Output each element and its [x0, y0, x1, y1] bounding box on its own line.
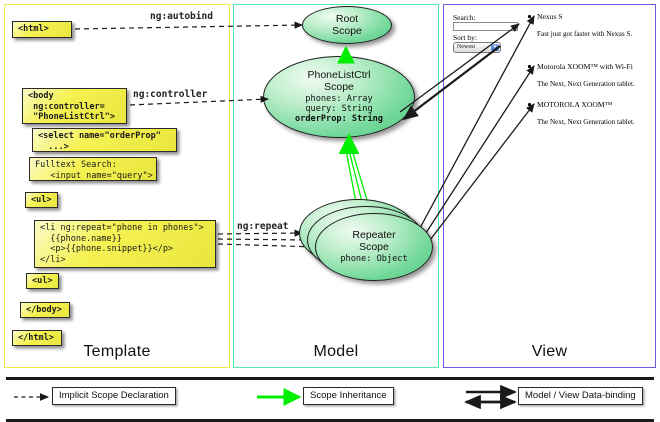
list-bullet-icon — [528, 103, 531, 106]
view-phone-snippet-2: The Next, Next Generation tablet. — [537, 118, 635, 126]
edge-label-autobind: ng:autobind — [150, 11, 213, 22]
chevron-down-icon: ▾ — [491, 44, 499, 51]
scope-repeater: Repeater Scope phone: Object — [315, 213, 433, 281]
code-box-ul-open: <ul> — [25, 192, 58, 208]
scope-repeater-title: Repeater Scope — [352, 229, 395, 253]
code-box-select-tag: <select name="orderProp" ...> — [32, 128, 177, 152]
code-box-body-tag: <body ng:controller= "PhoneListCtrl"> — [22, 88, 127, 124]
view-phone-name-2: MOTOROLA XOOM™ — [537, 100, 612, 109]
view-search-label: Search: — [453, 13, 476, 22]
legend-item-implicit-scope-declaration: Implicit Scope Declaration — [52, 387, 176, 405]
code-box-li-repeat: <li ng:repeat="phone in phones"> {{phone… — [34, 220, 216, 268]
code-box-body-close: </body> — [20, 302, 70, 318]
sort-by-selected-value: Newest — [457, 44, 475, 50]
scope-phonelistctrl: PhoneListCtrl Scope phones: Array query:… — [263, 56, 415, 138]
sort-by-select[interactable]: Newest ▾ — [453, 42, 501, 53]
phone-name-text: Motorola XOOM™ with Wi-Fi — [537, 62, 633, 71]
code-box-html-open: <html> — [12, 21, 72, 38]
legend: Implicit Scope Declaration Scope Inherit… — [0, 377, 660, 421]
search-input[interactable] — [453, 22, 518, 31]
view-phone-snippet-0: Fast just got faster with Nexus S. — [537, 30, 632, 38]
code-box-fulltext-search: Fulltext Search: <input name="query"> — [29, 157, 157, 181]
legend-rule-top — [6, 377, 654, 380]
legend-item-scope-inheritance: Scope Inheritance — [303, 387, 394, 405]
phone-name-text: MOTOROLA XOOM™ — [537, 100, 612, 109]
scope-phonelistctrl-title: PhoneListCtrl Scope — [307, 69, 370, 93]
code-box-ul-close: <ul> — [26, 273, 59, 289]
code-box-html-close: </html> — [12, 330, 62, 346]
legend-item-model-view-data-binding: Model / View Data-binding — [518, 387, 643, 405]
view-sort-label: Sort by: — [453, 33, 477, 42]
scope-root: Root Scope — [302, 6, 392, 44]
edge-label-controller: ng:controller — [133, 89, 207, 100]
scope-phonelistctrl-props-plain: phones: Array query: String — [305, 95, 372, 115]
scope-repeater-props: phone: Object — [340, 255, 407, 265]
view-phone-name-1: Motorola XOOM™ with Wi-Fi — [537, 62, 633, 71]
view-phone-name-0: Nexus S — [537, 12, 563, 21]
list-bullet-icon — [528, 65, 531, 68]
column-label-view: View — [444, 343, 655, 361]
scope-phonelistctrl-props-bold: orderProp: String — [295, 115, 383, 125]
column-view: View — [443, 4, 656, 368]
legend-rule-bottom — [6, 419, 654, 422]
list-bullet-icon — [528, 15, 531, 18]
edge-label-repeat: ng:repeat — [237, 221, 288, 232]
column-label-model: Model — [234, 343, 438, 361]
phone-name-text: Nexus S — [537, 12, 563, 21]
scope-root-title: Root Scope — [332, 13, 362, 37]
view-phone-snippet-1: The Next, Next Generation tablet. — [537, 80, 635, 88]
